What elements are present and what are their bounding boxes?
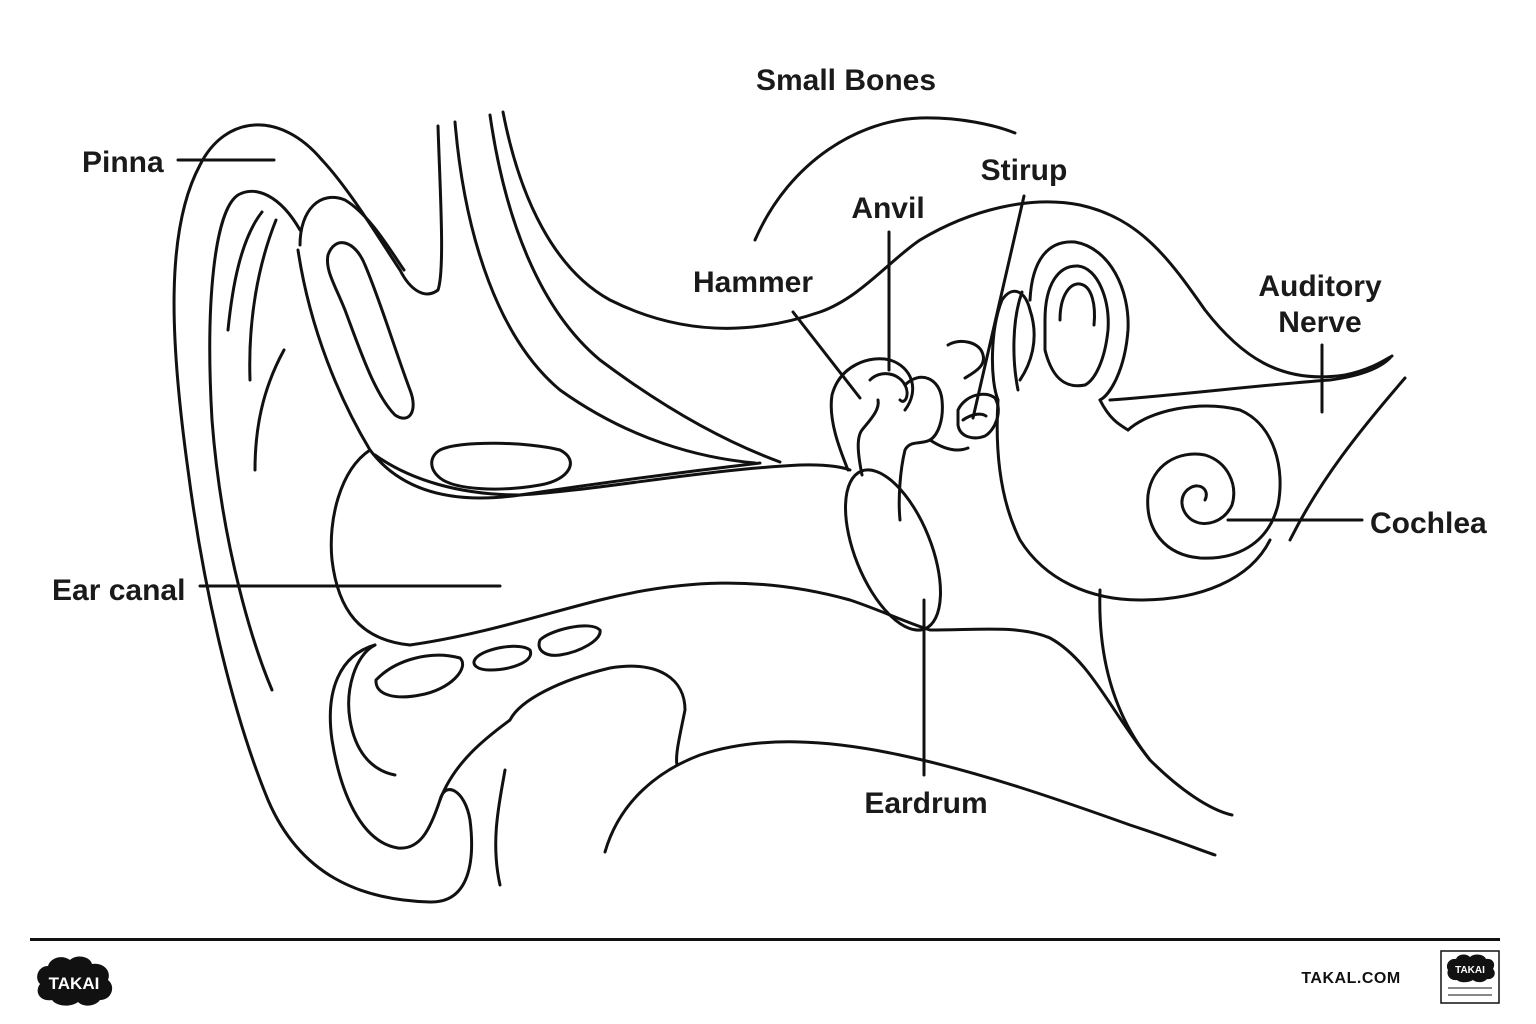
- label-auditory-nerve-line2: Nerve: [1278, 306, 1361, 339]
- pinna-outline: [172, 123, 762, 904]
- label-stirup: Stirup: [981, 154, 1068, 187]
- label-anvil: Anvil: [851, 192, 924, 225]
- ear-canal-outline: [329, 448, 1234, 817]
- takai-logo-text: TAKAI: [49, 974, 100, 993]
- label-cochlea: Cochlea: [1370, 507, 1487, 540]
- badge-logo: TAKAI: [1440, 950, 1500, 1004]
- takai-logo: TAKAI: [37, 956, 113, 1006]
- label-ear-canal: Ear canal: [52, 574, 185, 607]
- site-url: TAKAL.COM: [1301, 970, 1401, 987]
- label-hammer: Hammer: [693, 266, 813, 299]
- label-eardrum: Eardrum: [864, 787, 987, 820]
- stirup-leader: [971, 194, 1026, 420]
- small-bones-arc: [753, 116, 1017, 242]
- label-auditory-nerve-line1: Auditory: [1258, 270, 1382, 303]
- footer-divider: [30, 938, 1500, 941]
- badge-logo-text: TAKAI: [1455, 965, 1485, 976]
- ossicles: [829, 340, 1000, 522]
- leader-lines: [176, 158, 1364, 777]
- hammer-leader: [791, 310, 862, 400]
- label-pinna: Pinna: [82, 146, 164, 179]
- label-small-bones: Small Bones: [756, 64, 936, 97]
- inner-ear: [990, 240, 1282, 762]
- lower-structures: [347, 624, 1217, 887]
- skull-layers: [453, 110, 1407, 542]
